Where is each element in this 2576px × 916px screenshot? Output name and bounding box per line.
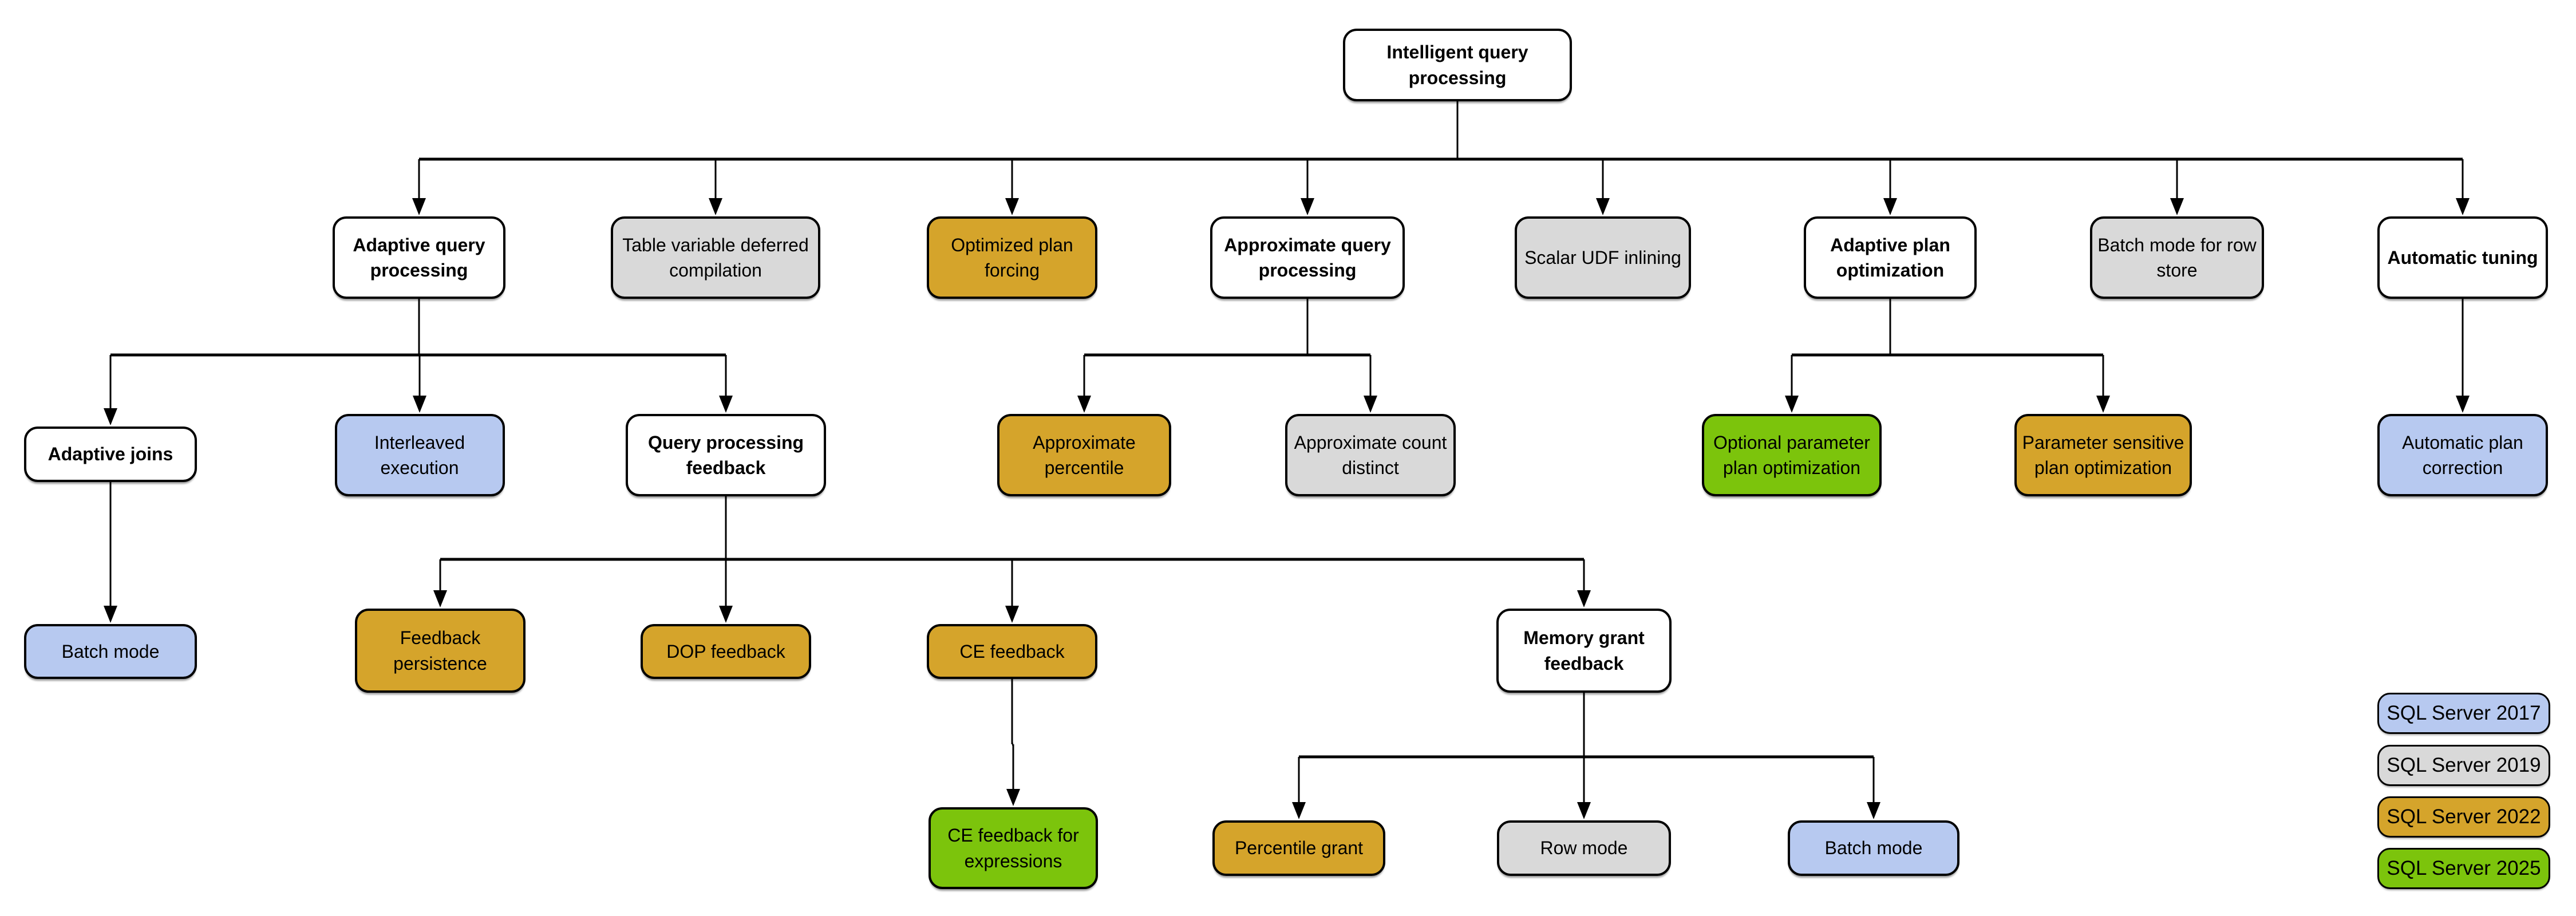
node-intelligent-query-processing: Intelligent query processing [1343,29,1572,101]
node-row-mode: Row mode [1497,820,1671,876]
node-parameter-sensitive-plan-optimization: Parameter sensitive plan optimization [2014,414,2192,496]
node-adaptive-joins: Adaptive joins [24,427,197,482]
node-dop-feedback: DOP feedback [641,624,811,679]
arrowhead-icon [1005,198,1019,215]
legend-item-sql2025: SQL Server 2025 [2377,848,2550,889]
node-adaptive-plan-optimization: Adaptive plan optimization [1804,216,1977,299]
node-approximate-count-distinct: Approximate count distinct [1285,414,1456,496]
arrowhead-icon [1883,198,1897,215]
arrowhead-icon [2096,396,2110,413]
node-approximate-query-processing: Approximate query processing [1210,216,1405,299]
node-percentile-grant: Percentile grant [1212,820,1385,876]
node-automatic-tuning: Automatic tuning [2377,216,2548,299]
arrowhead-icon [2456,198,2470,215]
arrowhead-icon [1867,802,1880,819]
node-batch-mode-for-row-store: Batch mode for row store [2090,216,2264,299]
node-feedback-persistence: Feedback persistence [355,609,526,693]
node-batch-mode-memory-grant: Batch mode [1788,820,1959,876]
arrowhead-icon [2456,396,2470,413]
arrowhead-icon [719,606,733,623]
node-optimized-plan-forcing: Optimized plan forcing [927,216,1097,299]
node-memory-grant-feedback: Memory grant feedback [1496,609,1672,693]
node-query-processing-feedback: Query processing feedback [626,414,826,496]
arrowhead-icon [104,408,117,425]
node-automatic-plan-correction: Automatic plan correction [2377,414,2548,496]
node-ce-feedback-for-expressions: CE feedback for expressions [929,807,1098,889]
arrowhead-icon [1292,802,1306,819]
arrowhead-icon [412,198,426,215]
arrowhead-icon [709,198,722,215]
arrowhead-icon [413,396,426,413]
arrowhead-icon [1577,590,1591,607]
node-table-variable-deferred-compilation: Table variable deferred compilation [611,216,820,299]
arrowhead-icon [2170,198,2184,215]
arrowhead-icon [1785,396,1799,413]
node-interleaved-execution: Interleaved execution [334,414,505,496]
node-ce-feedback: CE feedback [927,624,1097,679]
arrowhead-icon [1005,606,1019,623]
legend-item-sql2022: SQL Server 2022 [2377,796,2550,838]
arrowhead-icon [1301,198,1314,215]
node-approximate-percentile: Approximate percentile [997,414,1171,496]
arrowhead-icon [1006,789,1020,806]
node-optional-parameter-plan-optimization: Optional parameter plan optimization [1702,414,1882,496]
legend-item-sql2019: SQL Server 2019 [2377,745,2550,786]
arrowhead-icon [1077,396,1091,413]
arrowhead-icon [433,590,447,607]
node-scalar-udf-inlining: Scalar UDF inlining [1515,216,1691,299]
arrowhead-icon [1577,802,1591,819]
node-batch-mode-adaptive-joins: Batch mode [24,624,197,679]
node-adaptive-query-processing: Adaptive query processing [333,216,505,299]
arrowhead-icon [1364,396,1377,413]
arrowhead-icon [719,396,733,413]
arrowhead-icon [104,606,117,623]
arrowhead-icon [1596,198,1610,215]
legend-item-sql2017: SQL Server 2017 [2377,693,2550,734]
